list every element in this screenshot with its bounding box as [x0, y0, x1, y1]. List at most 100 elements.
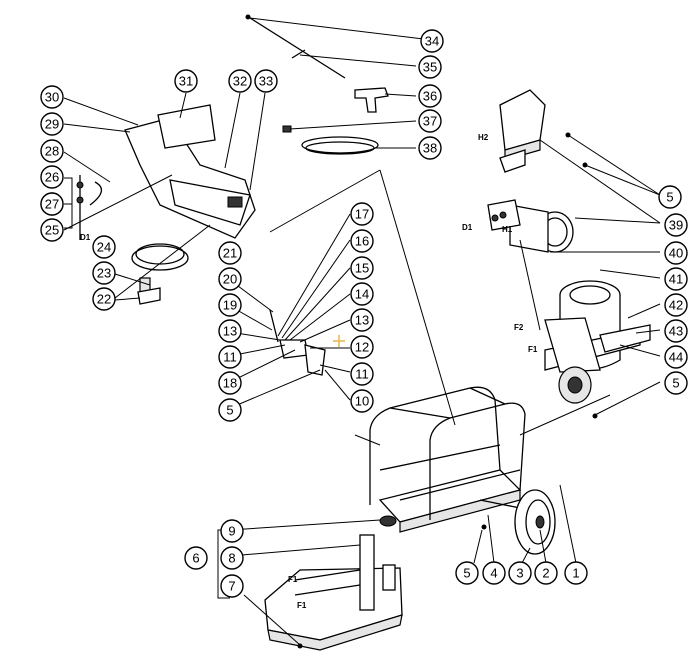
- callout-15: 15: [350, 256, 374, 280]
- callout-14: 14: [350, 282, 374, 306]
- callout-11-left: 11: [218, 345, 242, 369]
- svg-text:5: 5: [666, 190, 673, 205]
- svg-text:22: 22: [97, 292, 111, 307]
- callout-13-right: 13: [350, 308, 374, 332]
- svg-text:10: 10: [355, 394, 369, 409]
- svg-text:16: 16: [355, 234, 369, 249]
- callout-5-left: 5: [218, 398, 242, 422]
- svg-text:25: 25: [45, 223, 59, 238]
- callout-30: 30: [40, 85, 64, 109]
- callout-44: 44: [664, 345, 688, 369]
- svg-text:21: 21: [223, 246, 237, 261]
- center-mark: [333, 335, 345, 347]
- callout-11-right: 11: [350, 362, 374, 386]
- svg-text:29: 29: [45, 117, 59, 132]
- label-d1-right: D1: [462, 223, 473, 232]
- callouts: 1 2 3 4 5 5 5 5 6 7 8 9 10 11 11 12 13 1…: [40, 29, 688, 598]
- callout-39: 39: [664, 213, 688, 237]
- callout-21: 21: [218, 241, 242, 265]
- callout-9: 9: [220, 519, 244, 543]
- label-d1-left: D1: [80, 233, 91, 242]
- svg-text:7: 7: [228, 579, 235, 594]
- callout-42: 42: [664, 293, 688, 317]
- svg-text:35: 35: [423, 60, 437, 75]
- svg-text:9: 9: [228, 524, 235, 539]
- svg-text:12: 12: [355, 340, 369, 355]
- svg-text:8: 8: [228, 551, 235, 566]
- callout-18: 18: [218, 371, 242, 395]
- label-h2: H2: [478, 133, 489, 142]
- svg-text:5: 5: [672, 376, 679, 391]
- callout-26-top: 26: [40, 165, 64, 189]
- callout-23: 23: [92, 261, 116, 285]
- svg-text:41: 41: [669, 272, 683, 287]
- chemical-line: [76, 175, 102, 240]
- callout-10: 10: [350, 389, 374, 413]
- fuel-tank: [264, 515, 403, 651]
- label-f1-tank-a: F1: [288, 575, 298, 584]
- callout-22: 22: [92, 287, 116, 311]
- wheel: [514, 489, 556, 555]
- callout-29: 29: [40, 112, 64, 136]
- callout-8: 8: [220, 546, 244, 570]
- callout-20: 20: [218, 267, 242, 291]
- svg-text:28: 28: [45, 144, 59, 159]
- power-cord: [131, 243, 189, 293]
- callout-36: 36: [418, 84, 442, 108]
- svg-text:31: 31: [179, 74, 193, 89]
- leader-lines: [63, 17, 661, 646]
- svg-text:32: 32: [233, 74, 247, 89]
- svg-text:23: 23: [97, 266, 111, 281]
- callout-5-right-bottom: 5: [664, 371, 688, 395]
- svg-text:40: 40: [669, 246, 683, 261]
- callout-7: 7: [220, 574, 244, 598]
- callout-34: 34: [420, 29, 444, 53]
- callout-25: 25: [40, 218, 64, 242]
- callout-43: 43: [664, 319, 688, 343]
- callout-27: 27: [40, 192, 64, 216]
- svg-text:37: 37: [423, 114, 437, 129]
- svg-text:42: 42: [669, 298, 683, 313]
- svg-text:34: 34: [425, 34, 439, 49]
- svg-text:24: 24: [97, 240, 111, 255]
- callout-41: 41: [664, 267, 688, 291]
- unloader-valve: [269, 309, 326, 376]
- callout-38: 38: [418, 136, 442, 160]
- callout-4: 4: [482, 561, 506, 585]
- svg-text:3: 3: [516, 566, 523, 581]
- callout-40: 40: [664, 241, 688, 265]
- svg-text:38: 38: [423, 141, 437, 156]
- svg-text:14: 14: [355, 287, 369, 302]
- callout-24: 24: [92, 235, 116, 259]
- svg-text:5: 5: [226, 403, 233, 418]
- callout-6: 6: [184, 546, 208, 570]
- label-h1: H1: [502, 225, 513, 234]
- svg-text:27: 27: [45, 197, 59, 212]
- mount-bracket: [137, 287, 161, 305]
- svg-text:11: 11: [223, 350, 237, 365]
- control-panel: [124, 104, 256, 239]
- burner-coil: [544, 280, 651, 404]
- callout-1: 1: [564, 561, 588, 585]
- svg-text:13: 13: [355, 313, 369, 328]
- svg-text:39: 39: [669, 218, 683, 233]
- sub-labels: D1 D1 H1 H2 F1 F2 F1 F1: [80, 133, 538, 610]
- svg-text:2: 2: [542, 566, 549, 581]
- cart-frame: [369, 386, 531, 533]
- callout-5-right-top: 5: [658, 185, 682, 209]
- callout-3: 3: [508, 561, 532, 585]
- svg-text:4: 4: [490, 566, 497, 581]
- svg-text:26: 26: [45, 170, 59, 185]
- svg-text:33: 33: [259, 74, 273, 89]
- callout-35: 35: [418, 55, 442, 79]
- svg-text:6: 6: [192, 551, 199, 566]
- callout-17: 17: [350, 202, 374, 226]
- label-f1-tank-b: F1: [297, 601, 307, 610]
- svg-text:17: 17: [355, 207, 369, 222]
- callout-2: 2: [534, 561, 558, 585]
- callout-32: 32: [228, 69, 252, 93]
- pump-motor: [487, 199, 574, 253]
- fasteners: [245, 14, 598, 649]
- callout-13-left: 13: [218, 319, 242, 343]
